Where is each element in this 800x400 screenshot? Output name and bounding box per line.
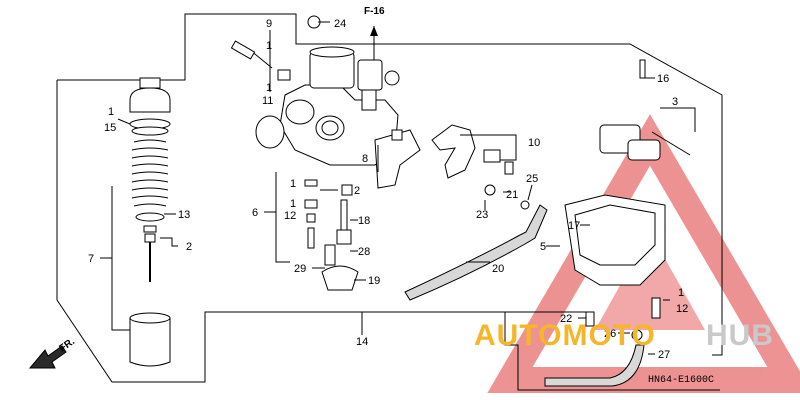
fuel-hoses [404, 204, 645, 387]
callout-21: 21 [506, 189, 518, 201]
callout-28: 28 [358, 246, 370, 258]
jet-parts [304, 179, 359, 291]
throttle-slide-assembly [129, 77, 171, 367]
callout-8: 8 [362, 153, 368, 165]
callout-10: 10 [528, 137, 540, 149]
callout-19: 19 [368, 275, 380, 287]
callout-3: 3 [672, 96, 678, 108]
callout-23: 23 [476, 209, 488, 221]
callout-18: 18 [358, 215, 370, 227]
callout-6: 6 [252, 207, 258, 219]
leader-lines [100, 21, 696, 355]
callout-15: 15 [104, 122, 116, 134]
callout-29: 29 [294, 263, 306, 275]
callout-1-top-a: 1 [266, 40, 272, 52]
assembly-boundary-hose [504, 312, 720, 391]
reference-arrow [370, 26, 378, 60]
callout-1-cap: 1 [108, 106, 114, 118]
callout-14: 14 [356, 336, 368, 348]
callout-13: 13 [178, 209, 190, 221]
callout-2-jet: 2 [354, 185, 360, 197]
callout-25: 25 [526, 173, 538, 185]
callout-7: 7 [88, 253, 94, 265]
callout-12-mid: 12 [284, 210, 296, 222]
callout-22: 22 [560, 313, 572, 325]
assembly-boundary-top [57, 13, 723, 356]
carburetor-body [230, 15, 400, 166]
callout-5: 5 [540, 241, 546, 253]
callout-16: 16 [657, 73, 669, 85]
reference-label: F-16 [364, 6, 385, 17]
choke-bracket-assembly [374, 124, 530, 210]
callout-27: 27 [658, 349, 670, 361]
callout-9: 9 [266, 18, 272, 30]
callout-1-top-b: 1 [266, 82, 272, 94]
watermark-brand-2: HUB [706, 319, 774, 352]
callout-26: 26 [604, 328, 616, 340]
callout-1-right: 1 [678, 287, 684, 299]
front-direction-arrow [28, 345, 67, 369]
watermark-brand-1: AUTOMOTO [474, 319, 656, 352]
callout-17: 17 [568, 220, 580, 232]
float-chamber [564, 59, 691, 341]
callout-24: 24 [334, 18, 346, 30]
diagram-code: HN64-E1600C [648, 375, 714, 386]
assembly-boundary-left [56, 80, 236, 383]
callout-20: 20 [492, 263, 504, 275]
callout-labels: 1 15 13 2 7 9 1 1 11 24 6 1 1 12 2 18 28… [88, 18, 688, 361]
callout-1-mid: 1 [290, 178, 296, 190]
callout-1-mid2: 1 [290, 198, 296, 210]
callout-11: 11 [262, 95, 273, 107]
callout-12-right: 12 [676, 303, 688, 315]
callout-2-needle: 2 [186, 241, 192, 253]
